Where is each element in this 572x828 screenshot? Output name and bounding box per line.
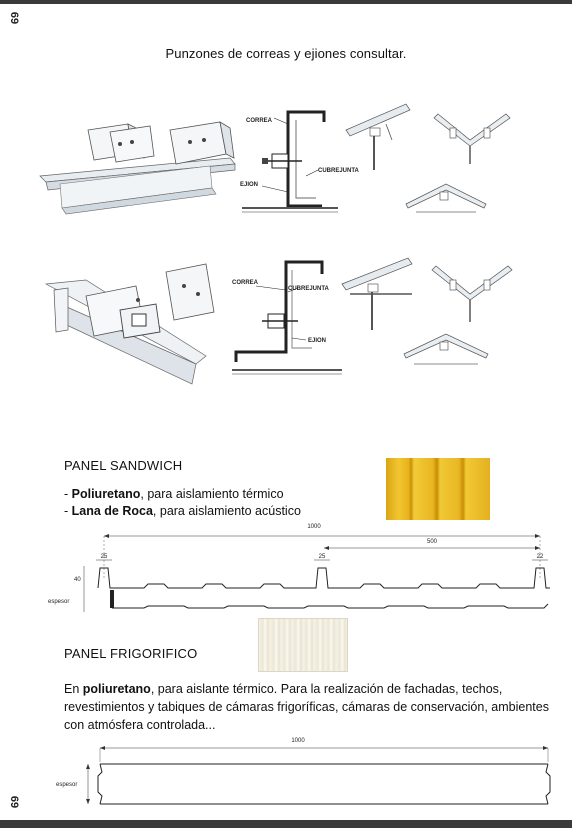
label-correa-2: CORREA (232, 280, 259, 286)
top-border (0, 0, 572, 4)
panel-frigorifico-description: En poliuretano, para aislante térmico. P… (64, 680, 554, 734)
dim-rib-left: 25 (101, 554, 108, 560)
bottom-border (0, 820, 572, 828)
roof-truss-illustrations-1 (345, 103, 511, 213)
dim-span-sandwich: 500 (427, 539, 438, 545)
dim-height: 40 (74, 577, 81, 583)
dim-espesor-frigorifico: espesor (56, 782, 77, 788)
bullet-bold-text: Lana de Roca (71, 504, 153, 518)
sandwich-panel-profile-diagram: 1000 500 25 25 22 40 espesor (48, 524, 550, 612)
page-number-top: 69 (8, 11, 21, 25)
panel-sandwich-title: PANEL SANDWICH (64, 458, 183, 473)
sandwich-panel-photo (386, 458, 490, 520)
label-ejion-2: EJION (308, 338, 326, 344)
purlin-section-diagram-1: CORREA CUBREJUNTA EJION (240, 110, 360, 213)
dim-rib-right: 22 (537, 554, 544, 560)
panel-frigorifico-title: PANEL FRIGORIFICO (64, 646, 198, 661)
frigorifico-panel-photo (258, 618, 348, 672)
purlin-section-diagram-2: CORREA CUBREJUNTA EJION (232, 260, 342, 375)
page-number-bottom: 69 (8, 795, 21, 809)
label-correa-1: CORREA (246, 118, 273, 124)
bullet-bold-text: Poliuretano (71, 487, 141, 501)
purlin-connection-illustration-2 (44, 263, 215, 385)
page-heading: Punzones de correas y ejiones consultar. (165, 46, 407, 61)
dim-espesor-sandwich: espesor (48, 599, 69, 605)
frigorifico-panel-profile-diagram: 1000 espesor (56, 738, 551, 805)
dim-total-sandwich: 1000 (307, 524, 321, 530)
bullet-prefix: - (64, 487, 72, 501)
bullet-prefix: - (64, 504, 72, 518)
label-cubrejunta-2: CUBREJUNTA (288, 286, 330, 292)
bullet-poliuretano: - Poliuretano, para aislamiento térmico (64, 487, 284, 501)
roof-truss-illustrations-2 (341, 257, 513, 365)
label-cubrejunta-1: CUBREJUNTA (318, 168, 360, 174)
label-ejion-1: EJION (240, 182, 258, 188)
bullet-lana-de-roca: - Lana de Roca, para aislamiento acústic… (64, 504, 301, 518)
dim-rib-mid: 25 (319, 554, 326, 560)
purlin-connection-illustration-1 (39, 121, 236, 215)
para-text: , para aislante térmico. Para la realiza… (64, 682, 549, 732)
para-bold-text: poliuretano (82, 682, 151, 696)
dim-total-frigorifico: 1000 (291, 738, 305, 744)
para-prefix: En (64, 682, 83, 696)
bullet-text: , para aislamiento térmico (140, 487, 284, 501)
bullet-text: , para aislamiento acústico (152, 504, 301, 518)
